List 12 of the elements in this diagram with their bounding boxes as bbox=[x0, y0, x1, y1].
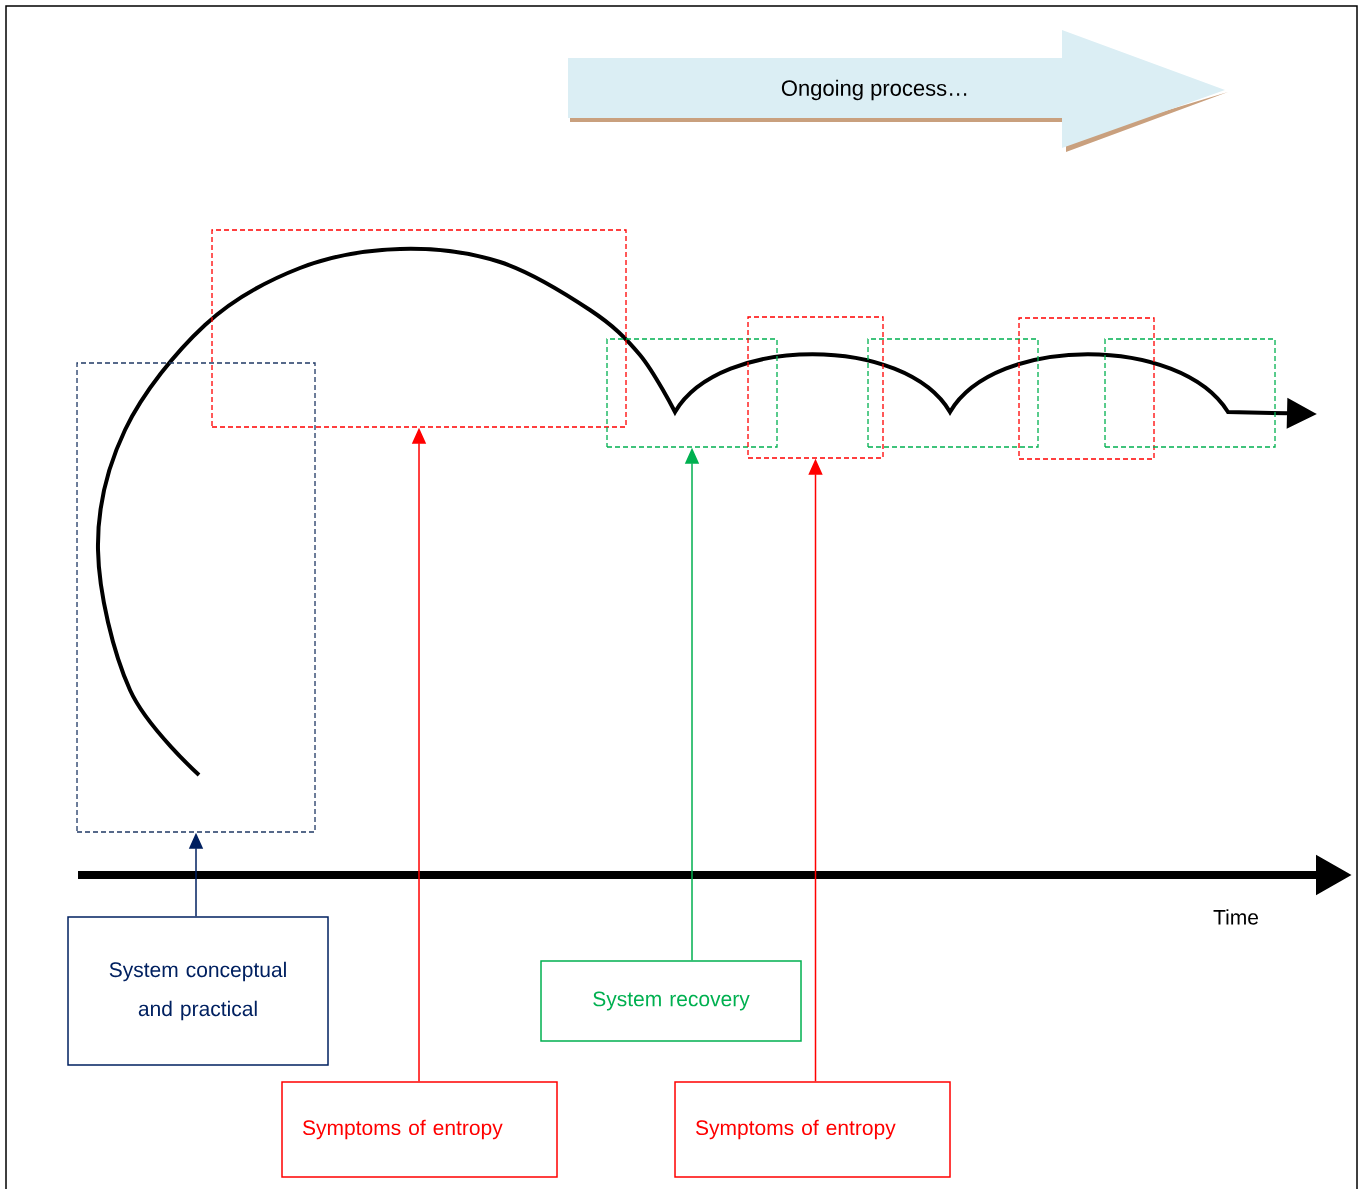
dashed-box bbox=[1018, 317, 1155, 460]
dashed-box bbox=[1104, 338, 1276, 448]
dashed-box bbox=[606, 338, 778, 448]
dashed-box bbox=[867, 338, 1039, 448]
axis-label: Time bbox=[1213, 909, 1258, 925]
text-box: Symptoms of entropy bbox=[281, 1081, 558, 1178]
dashed-box bbox=[211, 229, 627, 428]
dashed-box bbox=[76, 362, 316, 833]
dashed-box bbox=[747, 316, 884, 459]
text-box: System conceptual and practical bbox=[67, 916, 329, 1066]
text-box: Symptoms of entropy bbox=[674, 1081, 951, 1178]
text-box: System recovery bbox=[540, 960, 802, 1042]
